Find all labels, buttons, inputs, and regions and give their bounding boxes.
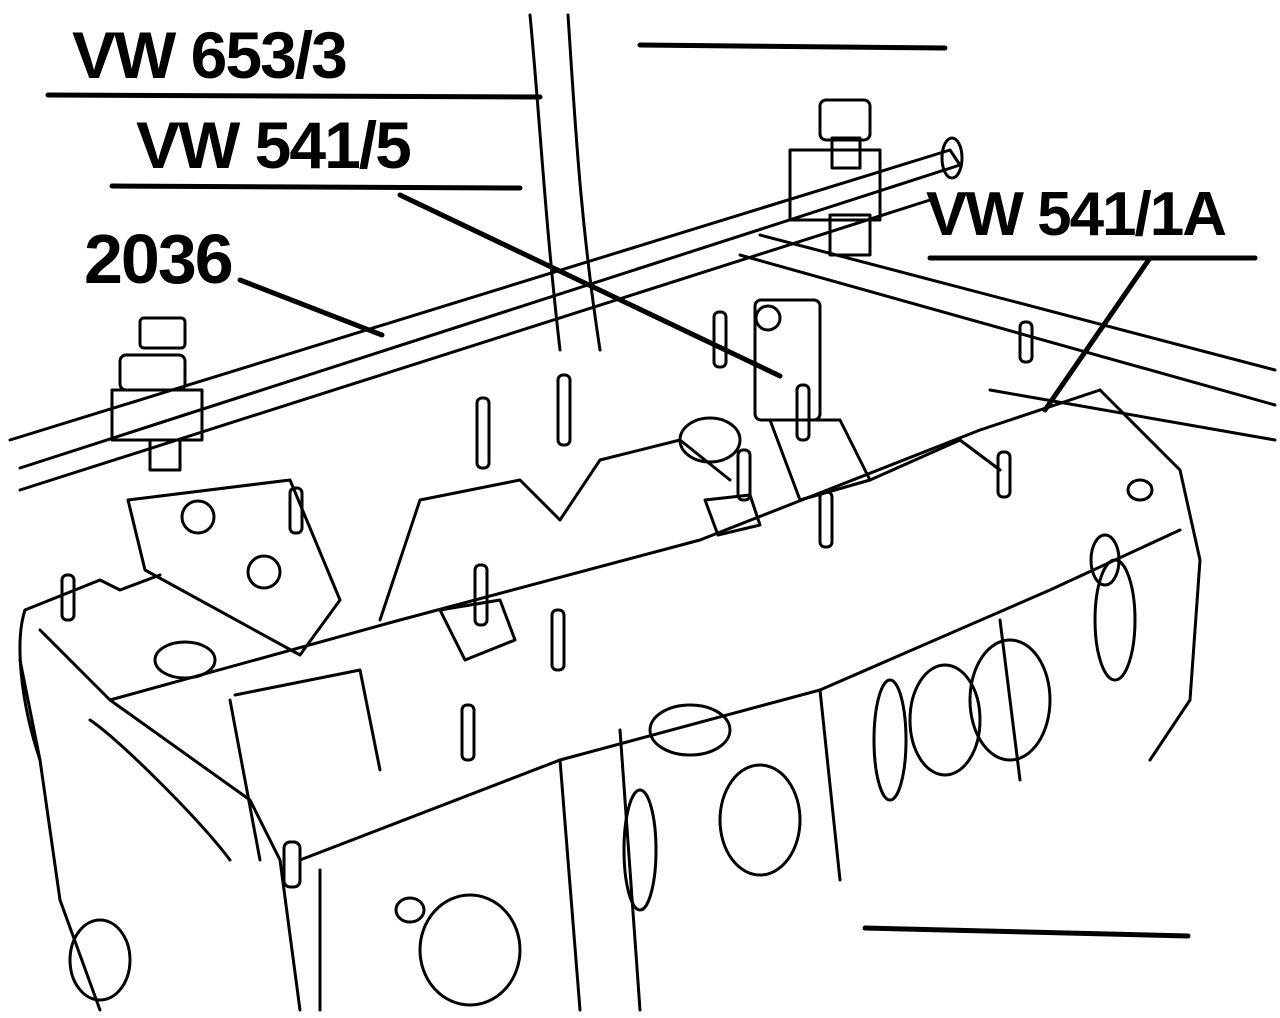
callout-vw-541-1a: VW 541/1A	[926, 180, 1227, 249]
callout-2036: 2036	[84, 220, 234, 298]
bridge-bar	[738, 233, 1277, 442]
callout-vw-653-3: VW 653/3	[72, 18, 348, 92]
right-clamp	[788, 98, 882, 257]
left-clamp	[110, 316, 204, 472]
ports	[68, 416, 1154, 1007]
studs	[60, 310, 1034, 889]
rule-lines	[637, 42, 1191, 939]
cylinder-head	[18, 388, 1202, 1012]
center-block	[753, 298, 872, 502]
callout-vw-541-5: VW 541/5	[136, 108, 412, 182]
tool-bar	[8, 136, 964, 492]
left-bridge-block	[126, 478, 342, 657]
hose	[528, 13, 602, 352]
pads	[438, 493, 762, 662]
